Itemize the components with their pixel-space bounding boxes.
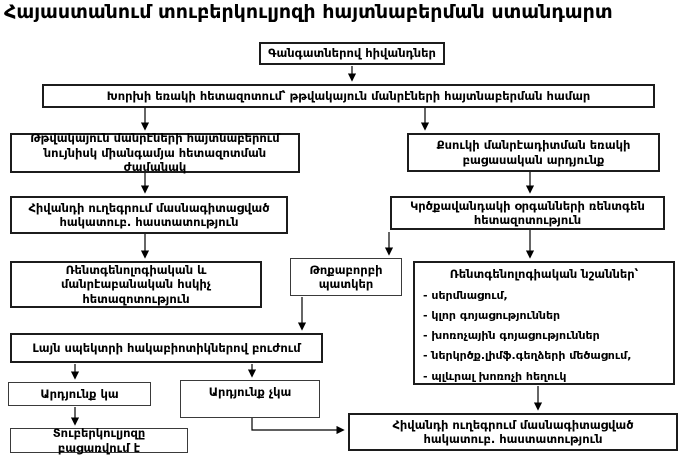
node-chest-xray-exam: Կրծքավանդակի օրգանների ռենտգեն հետազոտու…: [390, 196, 665, 230]
list-item: - ներկրծք.լիմֆ.գեղձերի մեծացում,: [423, 349, 632, 363]
node-afb-detected: Թթվակայուն մանրէների հայտնաբերում նույնի…: [10, 131, 300, 174]
node-tb-excluded: Տուբերկուլյոզը բացառվում է: [10, 426, 188, 455]
node-patients-with-complaints: Գանգատներով հիվանդներ: [259, 42, 445, 65]
node-radiological-signs: Ռենտգենոլոգիական նշաններ՝ - սերմնացում, …: [413, 261, 675, 385]
node-referral-tb-institution-1: Հիվանդի ուղեգրում մասնագիտացված հակատուբ…: [10, 196, 288, 234]
list-item: - պլևրալ խոռոչի հեղուկ: [423, 369, 567, 383]
node-pneumonia-picture: Թոքաբորբի պատկեր: [290, 258, 402, 296]
node-result-no: Արդյունք չկա: [180, 380, 320, 418]
node-smear-triple-negative: Քսուկի մանրէադիտման եռակի բացասական արդյ…: [407, 133, 660, 172]
list-item: - սերմնացում,: [423, 288, 508, 302]
node-sputum-triple-exam: Խորխի եռակի հետազոտում՝ թթվակայուն մանրէ…: [42, 84, 655, 108]
node-radiological-bacteriological-control: Ռենտգենոլոգիական և մանրէաբանական հսկիչ հ…: [10, 261, 262, 308]
list-item: - կլոր գոյացություններ: [423, 308, 561, 322]
list-item: - խոռոչային գոյացություններ: [423, 329, 600, 343]
radiological-signs-title: Ռենտգենոլոգիական նշաններ՝: [449, 267, 639, 281]
node-broad-spectrum-antibiotics: Լայն սպեկտրի հակաբիոտիկներով բուժում: [10, 333, 323, 363]
page-title: Հայաստանում տուբերկուլյոզի հայտնաբերման …: [4, 1, 613, 23]
node-result-yes: Արդյունք կա: [8, 382, 151, 406]
node-referral-tb-institution-2: Հիվանդի ուղեգրում մասնագիտացված հակատուբ…: [348, 413, 678, 451]
